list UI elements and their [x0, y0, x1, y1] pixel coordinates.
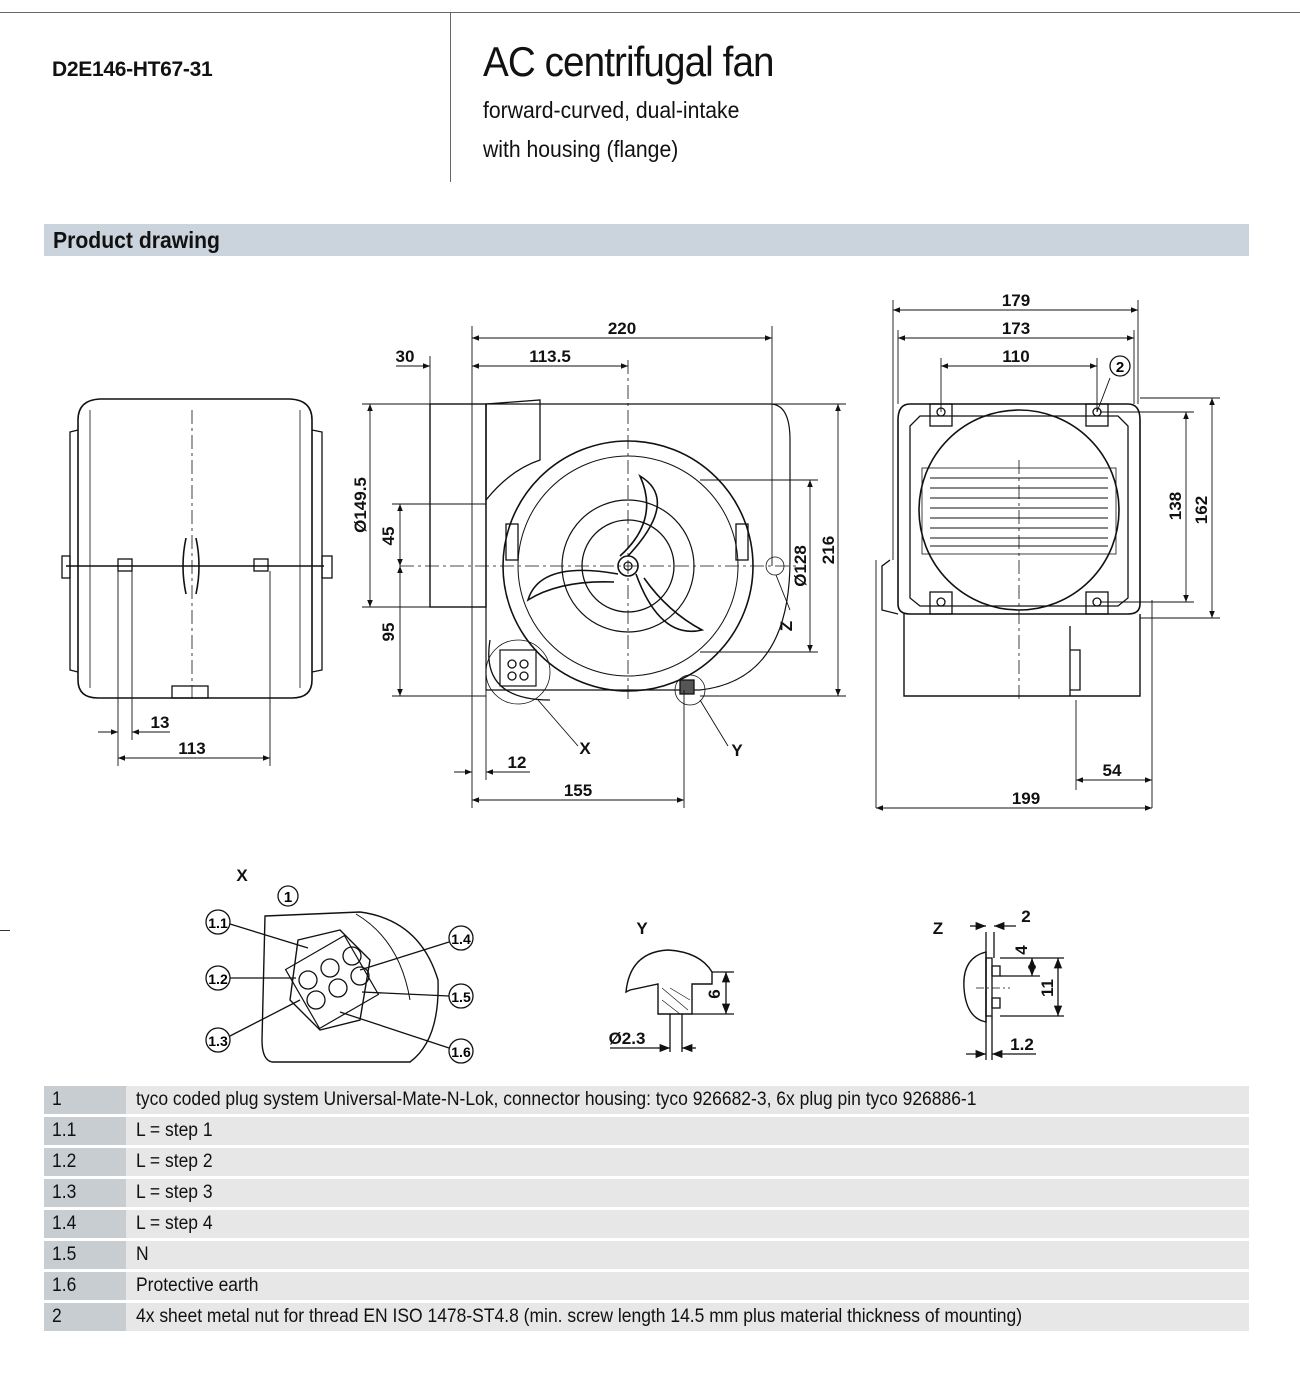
legend-key: 1.5	[44, 1241, 126, 1269]
detail-z-dim-1-2: 1.2	[1010, 1035, 1034, 1054]
detail-x-pin-1-2: 1.2	[208, 971, 228, 987]
legend-key: 1.3	[44, 1179, 126, 1207]
dimension-labels: 220 30 113.5 Ø149.5 45 95 Ø128 216 12 15…	[151, 291, 1211, 1060]
dim-220: 220	[608, 319, 636, 338]
dim-173: 173	[1002, 319, 1030, 338]
dim-54: 54	[1103, 761, 1122, 780]
legend-key: 2	[44, 1303, 126, 1331]
top-rule	[0, 12, 1300, 13]
page-margin-tick	[0, 930, 10, 931]
section-header: Product drawing	[44, 224, 1249, 256]
legend-key: 1.4	[44, 1210, 126, 1238]
legend-text: N	[126, 1241, 1249, 1269]
side-view-left	[61, 398, 333, 700]
product-subtitle-1: forward-curved, dual-intake	[483, 97, 740, 123]
legend-text: L = step 3	[126, 1179, 1249, 1207]
dim-95: 95	[379, 623, 398, 642]
detail-z-dim-4: 4	[1012, 945, 1031, 955]
callout-2-label: 2	[1116, 359, 1124, 376]
callout-z: Z	[777, 621, 796, 631]
detail-z-title: Z	[933, 919, 943, 938]
legend-text: L = step 4	[126, 1210, 1249, 1238]
product-title: AC centrifugal fan	[483, 38, 775, 85]
legend-text: 4x sheet metal nut for thread EN ISO 147…	[126, 1303, 1249, 1331]
detail-x-title: X	[236, 866, 248, 885]
detail-x-callout-1: 1	[284, 889, 292, 906]
legend-text: L = step 2	[126, 1148, 1249, 1176]
dim-155: 155	[564, 781, 592, 800]
product-drawing: 220 30 113.5 Ø149.5 45 95 Ø128 216 12 15…	[61, 291, 1220, 1064]
detail-y-title: Y	[636, 919, 648, 938]
legend-text: L = step 1	[126, 1117, 1249, 1145]
detail-z-pin	[963, 921, 1064, 1060]
dim-113-5: 113.5	[529, 347, 571, 366]
dim-149-5: Ø149.5	[351, 477, 370, 533]
dim-13: 13	[151, 713, 170, 732]
detail-z-dim-11: 11	[1038, 979, 1057, 997]
dim-45: 45	[379, 527, 398, 546]
detail-y-dim-6: 6	[705, 989, 724, 998]
detail-x-pin-1-1: 1.1	[208, 915, 228, 931]
detail-x-connector	[205, 885, 474, 1064]
dim-138: 138	[1166, 492, 1185, 520]
detail-y-nut	[610, 949, 734, 1053]
rear-view-right	[881, 377, 1141, 700]
dim-110: 110	[1002, 347, 1029, 366]
callout-circle-2	[1109, 355, 1131, 377]
legend-key: 1.2	[44, 1148, 126, 1176]
dim-30: 30	[396, 347, 415, 366]
legend-key: 1.6	[44, 1272, 126, 1300]
front-view-center	[400, 360, 800, 747]
callout-x: X	[579, 739, 591, 758]
dim-12: 12	[508, 753, 527, 772]
model-number: D2E146-HT67-31	[52, 58, 213, 81]
dimension-lines	[98, 300, 1220, 811]
dim-216: 216	[819, 536, 838, 564]
product-subtitle-2: with housing (flange)	[483, 136, 679, 162]
section-title: Product drawing	[53, 227, 220, 253]
dim-113: 113	[178, 739, 205, 758]
legend-text: tyco coded plug system Universal-Mate-N-…	[126, 1086, 1249, 1114]
detail-x-pin-1-3: 1.3	[208, 1033, 228, 1049]
dim-162: 162	[1192, 496, 1211, 524]
dim-128: Ø128	[791, 545, 810, 587]
dim-179: 179	[1002, 291, 1030, 310]
dim-199: 199	[1012, 789, 1040, 808]
callout-y: Y	[731, 741, 743, 760]
detail-z-dim-2: 2	[1021, 907, 1030, 926]
header-divider	[450, 12, 451, 182]
legend-key: 1.1	[44, 1117, 126, 1145]
detail-y-dim-2-3: Ø2.3	[609, 1029, 646, 1048]
detail-x-pin-1-6: 1.6	[451, 1044, 471, 1060]
detail-x-pin-1-5: 1.5	[451, 989, 471, 1005]
detail-x-pin-1-4: 1.4	[451, 931, 471, 947]
legend-text: Protective earth	[126, 1272, 1249, 1300]
legend-key: 1	[44, 1086, 126, 1114]
